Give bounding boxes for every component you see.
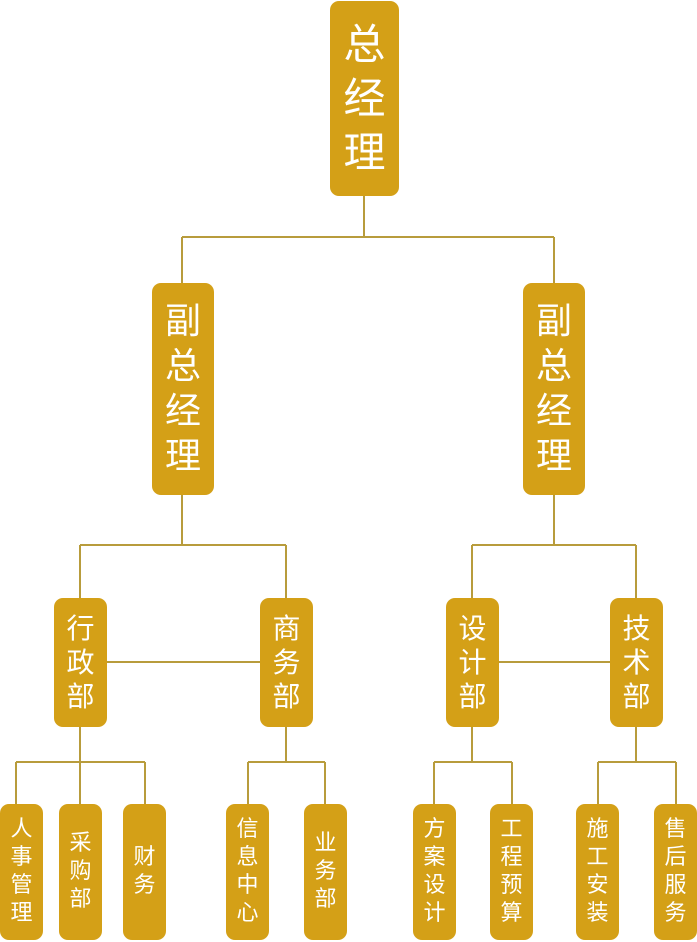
team-sales-box: 业务部 bbox=[304, 804, 347, 940]
box-label: 采购部 bbox=[69, 831, 92, 912]
design-dept-box: 设计部 bbox=[446, 598, 499, 727]
business-dept-box: 商务部 bbox=[260, 598, 313, 727]
box-label: 总经理 bbox=[343, 19, 386, 177]
team-scheme-design-box: 方案设计 bbox=[413, 804, 456, 940]
team-installation-box: 施工安装 bbox=[576, 804, 619, 940]
box-label: 技术部 bbox=[622, 611, 651, 713]
box-label: 业务部 bbox=[314, 831, 337, 912]
tech-dept-box: 技术部 bbox=[610, 598, 663, 727]
box-label: 人事管理 bbox=[10, 817, 33, 926]
team-purchasing-box: 采购部 bbox=[59, 804, 102, 940]
box-label: 财务 bbox=[133, 845, 156, 898]
team-budget-box: 工程预算 bbox=[490, 804, 533, 940]
box-label: 设计部 bbox=[458, 611, 487, 713]
box-label: 副总经理 bbox=[535, 301, 572, 477]
general-manager-box: 总经理 bbox=[330, 1, 399, 196]
box-label: 商务部 bbox=[272, 611, 301, 713]
admin-dept-box: 行政部 bbox=[54, 598, 107, 727]
box-label: 施工安装 bbox=[586, 817, 609, 926]
box-label: 方案设计 bbox=[423, 817, 446, 926]
box-label: 副总经理 bbox=[164, 301, 201, 477]
box-label: 行政部 bbox=[66, 611, 95, 713]
deputy-gm-box-left: 副总经理 bbox=[152, 283, 214, 495]
deputy-gm-box-right: 副总经理 bbox=[523, 283, 585, 495]
box-label: 售后服务 bbox=[664, 817, 687, 926]
box-label: 工程预算 bbox=[500, 817, 523, 926]
box-label: 信息中心 bbox=[236, 817, 259, 926]
team-info-center-box: 信息中心 bbox=[226, 804, 269, 940]
team-finance-box: 财务 bbox=[123, 804, 166, 940]
team-hr-box: 人事管理 bbox=[0, 804, 43, 940]
team-after-sales-box: 售后服务 bbox=[654, 804, 697, 940]
